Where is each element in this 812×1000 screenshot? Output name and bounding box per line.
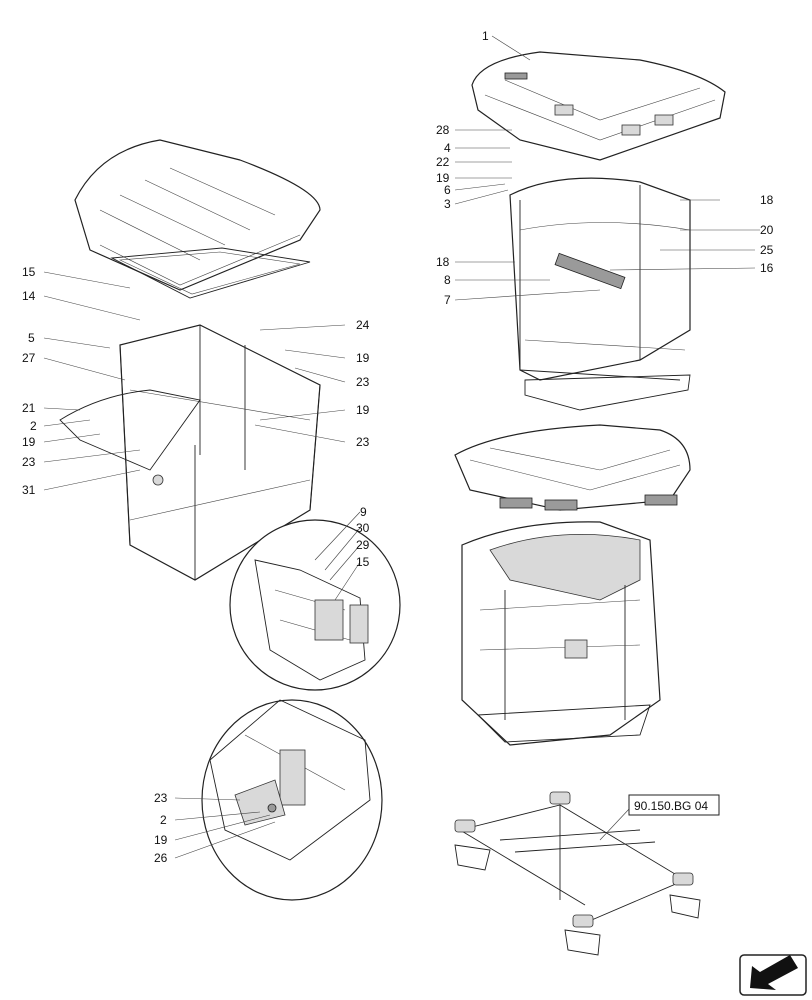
- callout-24: 24: [356, 318, 370, 332]
- callout-5: 5: [28, 331, 35, 345]
- panel-15: [110, 247, 311, 299]
- detail-view-1: [229, 519, 401, 691]
- callout-19: 19: [356, 351, 370, 365]
- callout-28: 28: [436, 123, 450, 137]
- callout-14: 14: [22, 289, 36, 303]
- callout-1: 1: [482, 29, 489, 43]
- cab-frame: [509, 177, 691, 411]
- callout-26: 26: [154, 851, 168, 865]
- callout-18: 18: [760, 193, 774, 207]
- callout-labels: 1 28 4 22 19 6 3 18 20 18 25 8 16 7 15 1…: [22, 29, 774, 865]
- callout-30: 30: [356, 521, 370, 535]
- callout-19: 19: [356, 403, 370, 417]
- reference-label[interactable]: 90.150.BG 04: [634, 799, 708, 813]
- callout-4: 4: [444, 141, 451, 155]
- roof-inner-panel: [74, 139, 321, 291]
- callout-23: 23: [22, 455, 36, 469]
- callout-21: 21: [22, 401, 36, 415]
- callout-19: 19: [436, 171, 450, 185]
- left-cab-frame: [59, 324, 321, 581]
- callout-6: 6: [444, 183, 451, 197]
- detail-view-2: [201, 699, 383, 901]
- callout-9: 9: [360, 505, 367, 519]
- callout-7: 7: [444, 293, 451, 307]
- callout-23: 23: [356, 375, 370, 389]
- callout-15: 15: [356, 555, 370, 569]
- callout-19: 19: [22, 435, 36, 449]
- callout-3: 3: [444, 197, 451, 211]
- callout-27: 27: [22, 351, 36, 365]
- callout-2: 2: [160, 813, 167, 827]
- callout-31: 31: [22, 483, 36, 497]
- callout-23: 23: [154, 791, 168, 805]
- callout-29: 29: [356, 538, 370, 552]
- callout-23: 23: [356, 435, 370, 449]
- headliner-panel: [454, 424, 691, 511]
- callout-16: 16: [760, 261, 774, 275]
- callout-15: 15: [22, 265, 36, 279]
- callout-20: 20: [760, 223, 774, 237]
- callout-8: 8: [444, 273, 451, 287]
- reference-link-box[interactable]: 90.150.BG 04: [628, 794, 720, 816]
- callout-18: 18: [436, 255, 450, 269]
- roof-panel: [471, 51, 726, 161]
- assembled-cab: [461, 521, 661, 746]
- arrow-down-left-icon[interactable]: [739, 954, 807, 996]
- callout-22: 22: [436, 155, 450, 169]
- leader-lines: [43, 35, 760, 859]
- callout-25: 25: [760, 243, 774, 257]
- callout-19: 19: [154, 833, 168, 847]
- callout-2: 2: [30, 419, 37, 433]
- mounting-frame: [454, 791, 701, 956]
